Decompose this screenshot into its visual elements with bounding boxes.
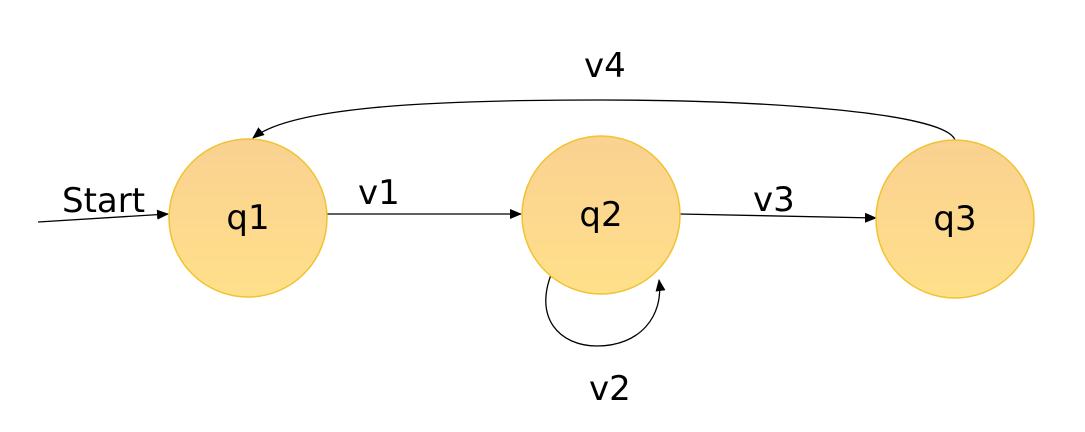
edge-q2-q3-label: v3	[753, 180, 795, 220]
edge-q2-loop-label: v2	[589, 369, 631, 409]
edges	[37, 99, 956, 347]
edge-labels: Start v1 v2 v3 v4	[62, 46, 795, 409]
state-q2-circle	[521, 135, 681, 295]
edge-q2-loop	[545, 269, 666, 347]
edge-q3-q1-label: v4	[584, 46, 626, 86]
state-q3-circle	[875, 139, 1035, 299]
state-q1[interactable]: q1	[168, 138, 328, 298]
edge-q1-q2-label: v1	[358, 173, 400, 213]
state-q3-label: q3	[933, 199, 976, 239]
state-q1-label: q1	[226, 198, 269, 238]
edge-q2-q3	[679, 212, 877, 223]
edge-q3-q1	[252, 99, 956, 141]
state-q2[interactable]: q2	[521, 135, 681, 295]
state-q3[interactable]: q3	[875, 139, 1035, 299]
start-label: Start	[62, 181, 145, 221]
state-q1-circle	[168, 138, 328, 298]
start-arrow	[37, 209, 169, 223]
state-q2-label: q2	[579, 195, 622, 235]
